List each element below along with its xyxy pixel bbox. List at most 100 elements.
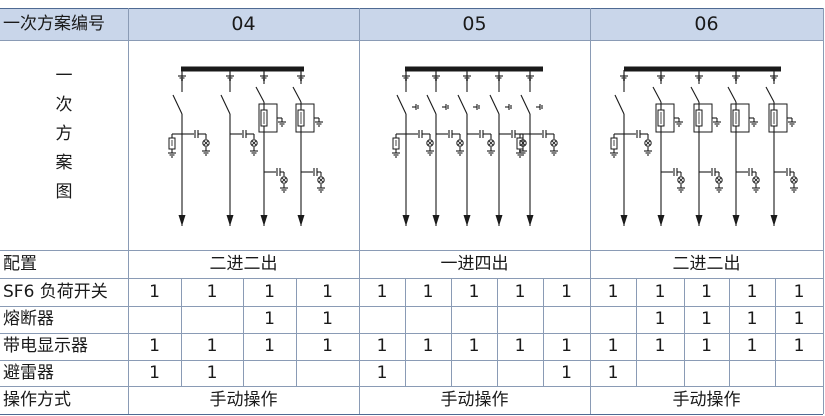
component-count: 1 <box>264 336 275 356</box>
grid-line <box>0 386 823 387</box>
grid-line <box>590 8 591 414</box>
grid-line <box>0 8 823 9</box>
config-value: 二进二出 <box>672 253 741 274</box>
component-count: 1 <box>422 281 434 302</box>
grid-line <box>451 278 452 306</box>
component-count: 1 <box>514 281 526 302</box>
diagram-label-char: 方 <box>55 124 73 144</box>
grid-line <box>729 278 730 306</box>
operation-value: 手动操作 <box>209 389 278 410</box>
component-count: 1 <box>607 362 619 383</box>
component-count: 1 <box>322 281 333 302</box>
single-line-diagram-04 <box>168 66 325 226</box>
grid-line <box>181 306 182 333</box>
grid-line <box>405 360 406 386</box>
component-count: 1 <box>607 281 619 302</box>
grid-line <box>451 333 452 360</box>
grid-line <box>296 306 297 333</box>
component-count: 1 <box>322 309 333 329</box>
feeder-unit <box>168 70 210 226</box>
component-count: 1 <box>376 336 388 356</box>
grid-line <box>543 360 544 386</box>
grid-line <box>128 8 129 414</box>
component-count: 1 <box>607 336 619 356</box>
grid-line <box>497 360 498 386</box>
component-count: 1 <box>376 281 388 302</box>
component-label: 熔断器 <box>3 309 54 329</box>
fused-feeder-unit <box>292 70 325 226</box>
grid-line <box>636 278 637 306</box>
diagram-row-label: 一次方案图 <box>0 62 128 207</box>
component-count: 1 <box>701 281 712 302</box>
feeder-unit <box>220 70 258 226</box>
grid-line <box>775 333 776 360</box>
earth-switch-mark <box>412 104 419 110</box>
busbar <box>405 66 543 72</box>
scheme-number-06: 06 <box>590 8 823 40</box>
component-count <box>359 306 405 333</box>
grid-line <box>729 306 730 333</box>
grid-line <box>636 306 637 333</box>
fused-feeder-unit <box>652 70 685 226</box>
grid-line <box>497 278 498 306</box>
component-count <box>590 306 636 333</box>
scheme-number-header: 一次方案编号 <box>0 8 128 40</box>
component-count: 1 <box>654 336 666 356</box>
diagram-label-char: 图 <box>55 182 73 202</box>
grid-line <box>0 250 823 251</box>
component-count <box>181 306 243 333</box>
grid-line <box>296 360 297 386</box>
grid-line <box>243 333 244 360</box>
grid-line <box>296 278 297 306</box>
component-count: 1 <box>149 281 160 302</box>
component-count <box>128 306 181 333</box>
component-count: 1 <box>514 336 526 356</box>
component-count <box>451 360 497 386</box>
grid-line <box>0 360 823 361</box>
component-count <box>684 360 729 386</box>
component-count: 1 <box>701 309 712 329</box>
grid-line <box>451 306 452 333</box>
grid-line <box>775 360 776 386</box>
component-label: 避雷器 <box>3 362 54 383</box>
component-count <box>451 306 497 333</box>
component-count: 1 <box>468 336 480 356</box>
component-count <box>405 306 451 333</box>
component-count <box>497 306 543 333</box>
component-count: 1 <box>746 309 758 329</box>
operation-label: 操作方式 <box>3 389 71 410</box>
grid-line <box>359 8 360 414</box>
grid-line <box>636 333 637 360</box>
component-count: 1 <box>468 281 480 302</box>
fused-feeder-unit <box>690 70 723 226</box>
grid-line <box>0 306 823 307</box>
earth-switch-mark <box>536 104 543 110</box>
component-count <box>497 360 543 386</box>
config-value: 二进二出 <box>209 253 278 274</box>
scheme-number-05: 05 <box>359 8 590 40</box>
busbar <box>624 66 781 72</box>
component-count: 1 <box>561 362 572 383</box>
grid-line <box>181 360 182 386</box>
component-count <box>636 360 684 386</box>
grid-line <box>243 278 244 306</box>
fused-feeder-unit <box>727 70 760 226</box>
component-count <box>405 360 451 386</box>
grid-line <box>543 333 544 360</box>
feeder-unit <box>610 70 652 226</box>
component-count: 1 <box>561 336 572 356</box>
operation-value: 手动操作 <box>440 389 509 410</box>
component-count <box>243 360 296 386</box>
grid-line <box>243 360 244 386</box>
grid-line <box>729 333 730 360</box>
grid-line <box>0 333 823 334</box>
fused-feeder-unit <box>765 70 798 226</box>
component-count <box>296 360 359 386</box>
operation-value: 手动操作 <box>672 389 741 410</box>
grid-line <box>405 278 406 306</box>
component-count: 1 <box>793 281 805 302</box>
grid-line <box>823 8 824 414</box>
component-count: 1 <box>376 362 388 383</box>
grid-line <box>775 306 776 333</box>
grid-line <box>0 414 823 415</box>
